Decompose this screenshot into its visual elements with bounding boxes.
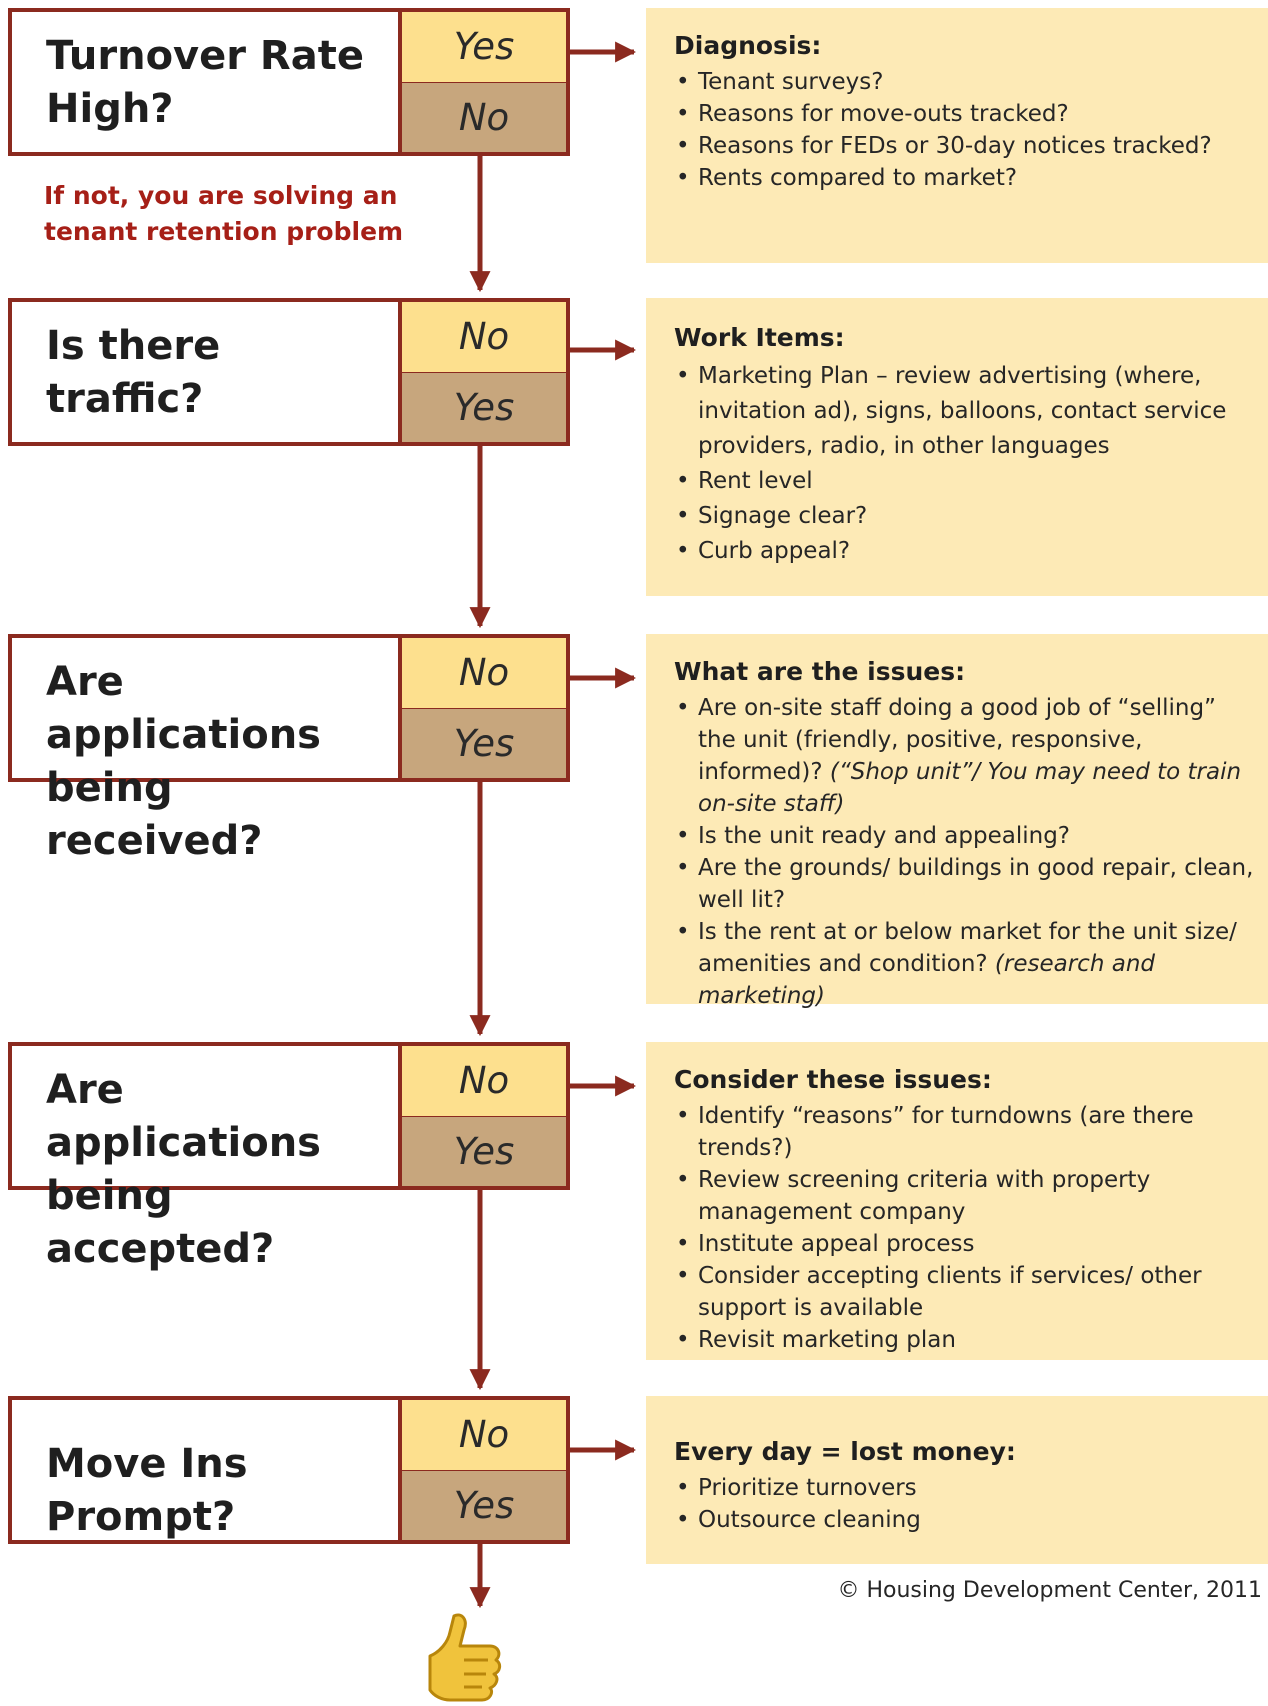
list-item: Signage clear? <box>674 499 1258 534</box>
option-yes: Yes <box>402 372 566 442</box>
list-item: Curb appeal? <box>674 534 1258 569</box>
option-yes: Yes <box>402 708 566 778</box>
panel-list: Tenant surveys? Reasons for move-outs tr… <box>674 66 1258 194</box>
option-yes: Yes <box>402 12 566 83</box>
list-item: Identify “reasons” for turndowns (are th… <box>674 1100 1258 1164</box>
consider-issues-panel: Consider these issues: Identify “reasons… <box>646 1042 1268 1360</box>
panel-title: Every day = lost money: <box>674 1437 1016 1466</box>
list-item: Rent level <box>674 464 1258 499</box>
panel-title: What are the issues: <box>674 657 966 686</box>
list-item: Marketing Plan – review advertising (whe… <box>674 359 1258 464</box>
list-item: Tenant surveys? <box>674 66 1258 98</box>
answer-options: No Yes <box>398 638 566 778</box>
item-text: Is the rent at or below market for the u… <box>698 919 1237 977</box>
option-no: No <box>402 1046 566 1117</box>
diagnosis-panel: Diagnosis: Tenant surveys? Reasons for m… <box>646 8 1268 263</box>
answer-options: No Yes <box>398 1046 566 1186</box>
panel-list: Are on-site staff doing a good job of “s… <box>674 692 1258 1012</box>
question-box-traffic: Is there traffic? No Yes <box>8 298 570 446</box>
panel-title: Consider these issues: <box>674 1065 992 1094</box>
list-item: Review screening criteria with property … <box>674 1164 1258 1228</box>
answer-options: No Yes <box>398 1400 566 1540</box>
list-item: Is the unit ready and appealing? <box>674 820 1258 852</box>
option-yes: Yes <box>402 1116 566 1186</box>
question-text: Is there traffic? <box>46 323 221 422</box>
list-item: Are the grounds/ buildings in good repai… <box>674 852 1258 916</box>
thumbs-up-icon <box>428 1613 502 1702</box>
option-no: No <box>402 82 566 152</box>
option-no: No <box>402 638 566 709</box>
panel-list: Marketing Plan – review advertising (whe… <box>674 359 1258 569</box>
question-text: Turnover Rate High? <box>46 33 364 132</box>
panel-title: Diagnosis: <box>674 31 822 60</box>
option-yes: Yes <box>402 1470 566 1540</box>
question-text: Are applications being received? <box>46 659 321 864</box>
question-box-move-ins: Move Ins Prompt? No Yes <box>8 1396 570 1544</box>
item-note: (“Shop unit”/ You may need to train on-s… <box>698 759 1242 817</box>
question-box-applications-accepted: Are applications being accepted? No Yes <box>8 1042 570 1272</box>
list-item: Is the rent at or below market for the u… <box>674 916 1258 1012</box>
question-text: Are applications being accepted? <box>46 1067 321 1272</box>
list-item: Revisit marketing plan <box>674 1324 1258 1356</box>
list-item: Outsource cleaning <box>674 1504 1258 1536</box>
list-item: Rents compared to market? <box>674 162 1258 194</box>
list-item: Prioritize turnovers <box>674 1472 1258 1504</box>
list-item: Are on-site staff doing a good job of “s… <box>674 692 1258 820</box>
option-no: No <box>402 302 566 373</box>
work-items-panel: Work Items: Marketing Plan – review adve… <box>646 298 1268 596</box>
list-item: Reasons for FEDs or 30-day notices track… <box>674 130 1258 162</box>
list-item: Reasons for move-outs tracked? <box>674 98 1258 130</box>
retention-note: If not, you are solving an tenant retent… <box>44 181 404 246</box>
copyright-notice: © Housing Development Center, 2011 <box>837 1578 1262 1603</box>
issues-panel: What are the issues: Are on-site staff d… <box>646 634 1268 1009</box>
answer-options: No Yes <box>398 302 566 442</box>
item-text: Are on-site staff doing a good job of “s… <box>698 695 1216 785</box>
panel-list: Identify “reasons” for turndowns (are th… <box>674 1100 1258 1356</box>
option-no: No <box>402 1400 566 1471</box>
item-note: (research and marketing) <box>698 951 1155 1009</box>
list-item: Institute appeal process <box>674 1228 1258 1260</box>
question-text: Move Ins Prompt? <box>46 1441 248 1540</box>
question-box-turnover: Turnover Rate High? Yes No <box>8 8 570 156</box>
panel-title: Work Items: <box>674 323 845 352</box>
answer-options: Yes No <box>398 12 566 152</box>
list-item: Consider accepting clients if services/ … <box>674 1260 1258 1324</box>
lost-money-panel: Every day = lost money: Prioritize turno… <box>646 1396 1268 1564</box>
panel-list: Prioritize turnovers Outsource cleaning <box>674 1472 1258 1536</box>
question-box-applications-received: Are applications being received? No Yes <box>8 634 570 864</box>
